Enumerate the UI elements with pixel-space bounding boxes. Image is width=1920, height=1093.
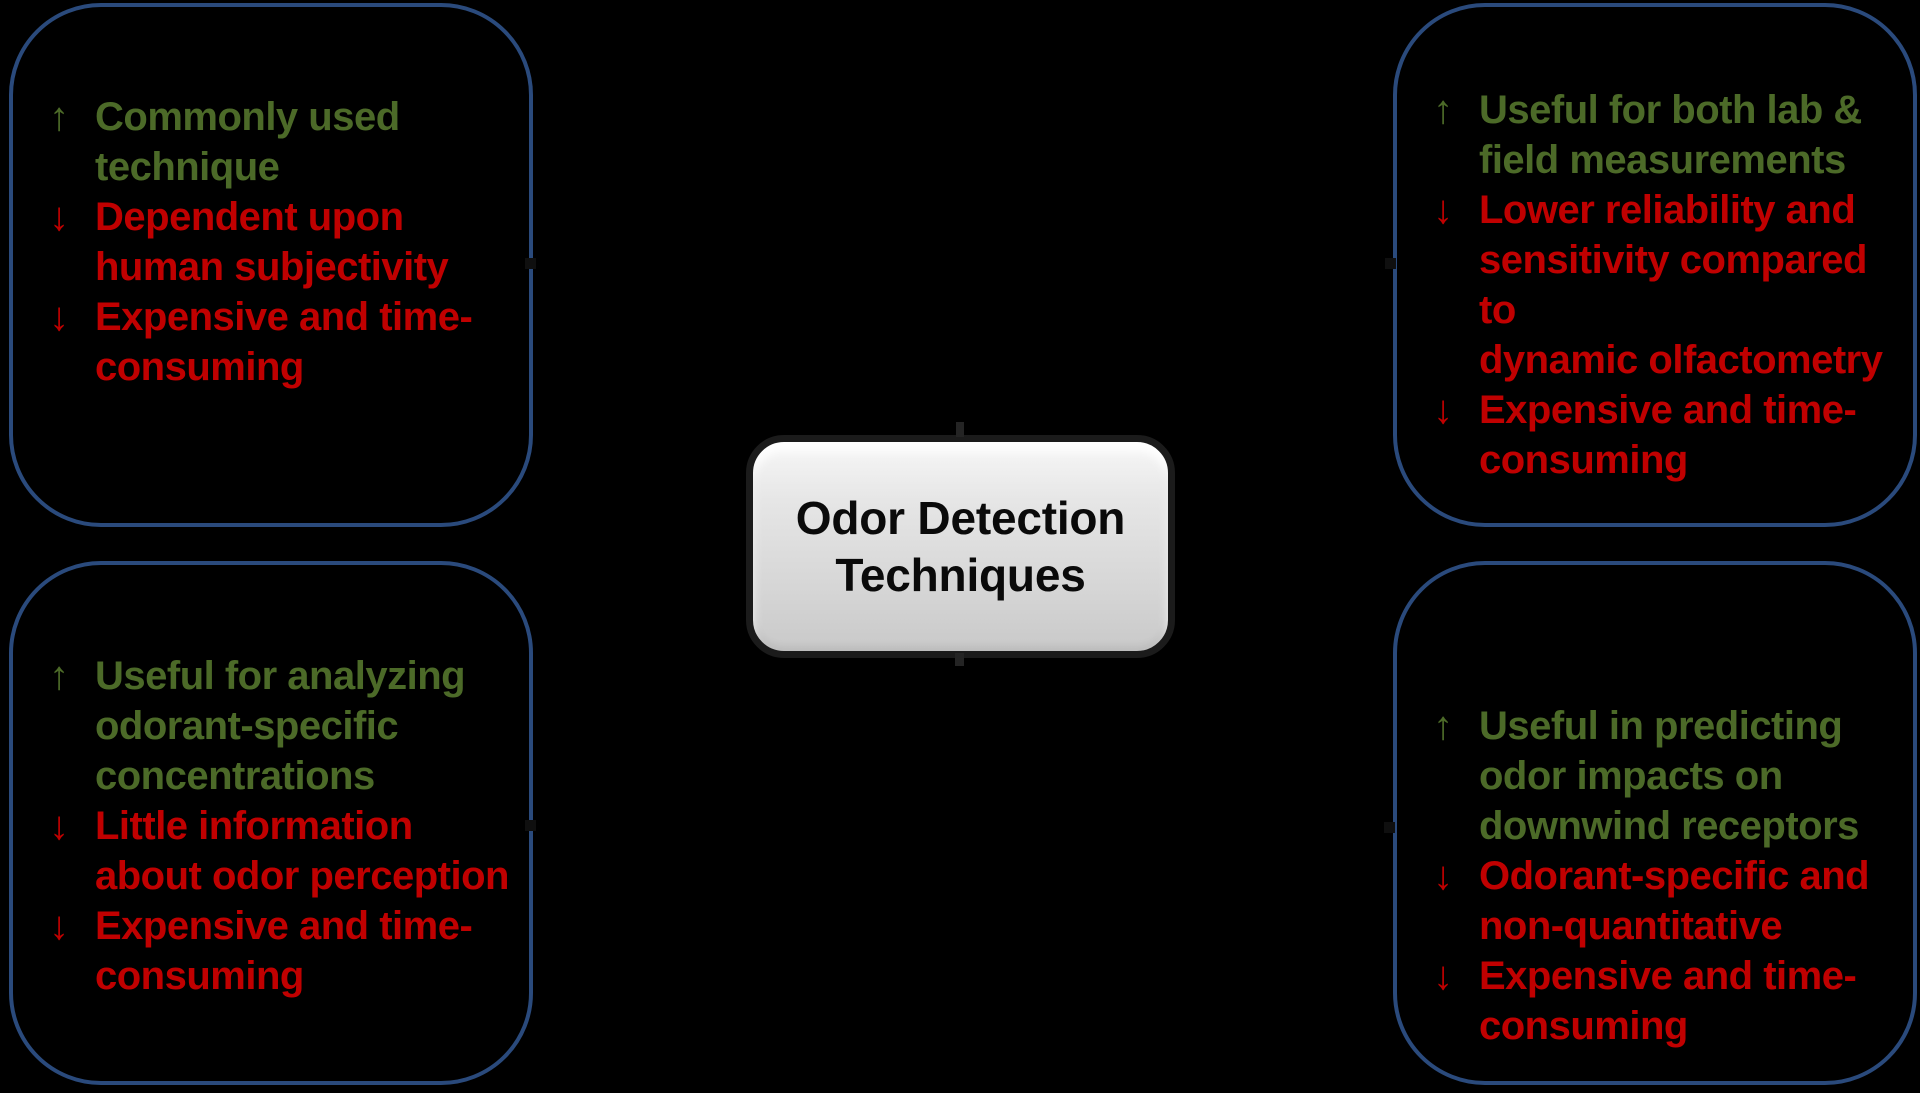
list-item: ↓ Lower reliability and sensitivity compa… [1433, 185, 1897, 385]
down-arrow-icon: ↓ [1433, 388, 1453, 432]
list-item: ↓ Odorant-specific and non-quantitative [1433, 851, 1897, 951]
down-arrow-icon: ↓ [1433, 188, 1453, 232]
quadrant-box-bottom-right: ↑ Useful in predicting odor impacts on do… [1393, 561, 1917, 1085]
connector-stub-bottom-left-box [525, 820, 536, 831]
connector-stub-center-bottom [955, 653, 964, 666]
list-item: ↓ Expensive and time- consuming [49, 292, 513, 392]
down-arrow-icon: ↓ [49, 295, 69, 339]
disadvantage-text: Little information about odor perception [95, 804, 509, 898]
advantage-text: Useful in predicting odor impacts on dow… [1479, 704, 1859, 848]
list-item: ↓ Dependent upon human subjectivity [49, 192, 513, 292]
connector-stub-bottom-right-box [1384, 822, 1395, 833]
list-item: ↓ Expensive and time- consuming [1433, 385, 1897, 485]
disadvantage-text: Dependent upon human subjectivity [95, 195, 449, 289]
down-arrow-icon: ↓ [1433, 854, 1453, 898]
quadrant-box-top-right: ↑ Useful for both lab & field measurement… [1393, 3, 1917, 527]
pros-cons-list: ↑ Useful in predicting odor impacts on do… [1433, 701, 1897, 1051]
down-arrow-icon: ↓ [1433, 954, 1453, 998]
list-item: ↑ Useful for analyzing odorant-specific c… [49, 651, 513, 801]
disadvantage-text: Expensive and time- consuming [1479, 388, 1857, 482]
pros-cons-list: ↑ Useful for analyzing odorant-specific c… [49, 651, 513, 1001]
list-item: ↑ Commonly used technique [49, 92, 513, 192]
disadvantage-text: Lower reliability and sensitivity compar… [1479, 188, 1883, 382]
advantage-text: Useful for analyzing odorant-specific co… [95, 654, 466, 798]
disadvantage-text: Expensive and time- consuming [95, 904, 473, 998]
pros-cons-list: ↑ Commonly used technique ↓ Dependent upon … [49, 92, 513, 392]
down-arrow-icon: ↓ [49, 804, 69, 848]
advantage-text: Useful for both lab & field measurements [1479, 88, 1862, 182]
list-item: ↑ Useful in predicting odor impacts on do… [1433, 701, 1897, 851]
disadvantage-text: Expensive and time- consuming [95, 295, 473, 389]
pros-cons-list: ↑ Useful for both lab & field measurement… [1433, 85, 1897, 485]
list-item: ↓ Expensive and time- consuming [49, 901, 513, 1001]
center-node-odor-detection-techniques: Odor Detection Techniques [746, 435, 1175, 658]
up-arrow-icon: ↑ [1433, 88, 1453, 132]
connector-stub-top-right-box [1385, 258, 1396, 269]
center-node-title: Odor Detection Techniques [795, 491, 1126, 601]
disadvantage-text: Expensive and time- consuming [1479, 954, 1857, 1048]
list-item: ↓ Little information about odor perceptio… [49, 801, 513, 901]
disadvantage-text: Odorant-specific and non-quantitative [1479, 854, 1870, 948]
up-arrow-icon: ↑ [49, 95, 69, 139]
up-arrow-icon: ↑ [49, 654, 69, 698]
quadrant-box-bottom-left: ↑ Useful for analyzing odorant-specific c… [9, 561, 533, 1085]
connector-stub-top-left-box [525, 258, 536, 269]
connector-stub-center-top [956, 422, 964, 437]
list-item: ↑ Useful for both lab & field measurement… [1433, 85, 1897, 185]
up-arrow-icon: ↑ [1433, 704, 1453, 748]
down-arrow-icon: ↓ [49, 904, 69, 948]
list-item: ↓ Expensive and time- consuming [1433, 951, 1897, 1051]
quadrant-box-top-left: ↑ Commonly used technique ↓ Dependent upon … [9, 3, 533, 527]
down-arrow-icon: ↓ [49, 195, 69, 239]
advantage-text: Commonly used technique [95, 95, 400, 189]
